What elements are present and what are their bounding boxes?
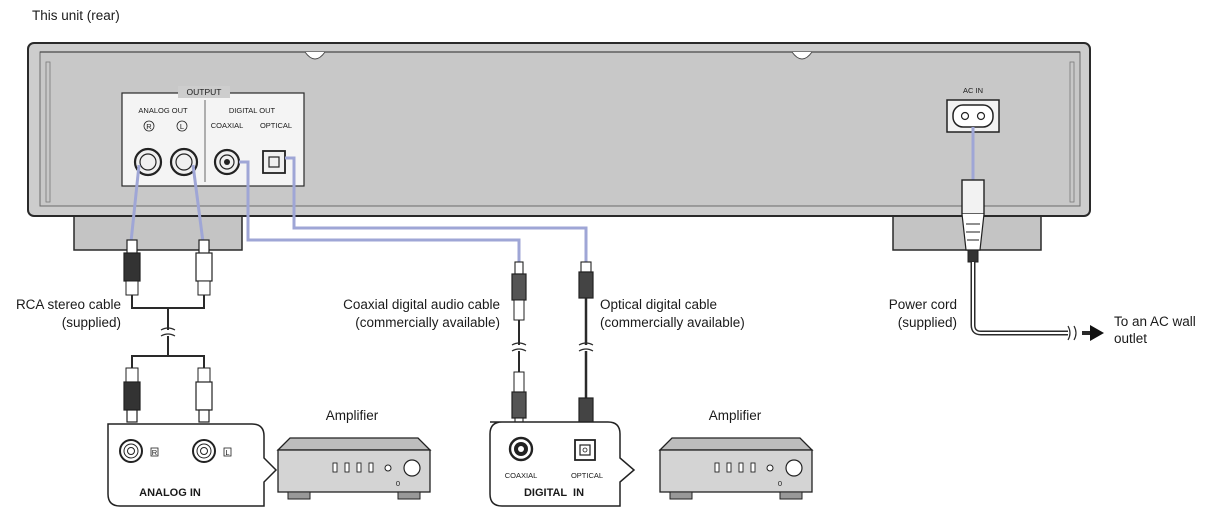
- analog-in-r-tag: R: [152, 448, 158, 457]
- outlet-arrow-icon: [1090, 325, 1104, 341]
- optical-in-jack[interactable]: [574, 439, 596, 461]
- analog-in-label: ANALOG IN: [139, 487, 201, 499]
- rca-stereo-cable: [123, 239, 213, 423]
- optical-cable-label-line2: (commercially available): [600, 315, 745, 330]
- outlet-label-line2: outlet: [1114, 331, 1147, 346]
- volume-knob-icon: [403, 459, 421, 477]
- coaxial-digital-cable: [511, 261, 527, 431]
- diagram-title: This unit (rear): [32, 8, 120, 23]
- rca-plug-red-bottom: [123, 367, 141, 423]
- optical-in-label: OPTICAL: [571, 471, 603, 480]
- analog-out-label: ANALOG OUT: [138, 106, 188, 115]
- rca-plug-red-top: [123, 239, 141, 296]
- digital-in-label: DIGITAL IN: [524, 487, 584, 499]
- coaxial-in-label: COAXIAL: [505, 471, 538, 480]
- analog-out-l-marker: [176, 120, 188, 132]
- amplifier-right: 0: [658, 437, 814, 500]
- digital-out-label: DIGITAL OUT: [229, 106, 276, 115]
- analog-out-l-jack[interactable]: [169, 147, 199, 177]
- amp-right-knob-mark: 0: [778, 479, 782, 488]
- analog-in-panel: R L ANALOG IN: [107, 423, 278, 507]
- rca-cable-label-line2: (supplied): [62, 315, 121, 330]
- rca-plug-white-top: [195, 239, 213, 296]
- amplifier-right-title: Amplifier: [709, 408, 762, 423]
- power-cord-label-line1: Power cord: [889, 297, 957, 312]
- optical-out-jack[interactable]: [262, 150, 286, 174]
- amp-left-knob-mark: 0: [396, 479, 400, 488]
- outlet-label-line1: To an AC wall: [1114, 314, 1196, 329]
- optical-cable-label-line1: Optical digital cable: [600, 297, 717, 312]
- ac-in-label: AC IN: [963, 86, 983, 95]
- rca-plug-white-bottom: [195, 367, 213, 423]
- power-cord: [961, 179, 1104, 341]
- volume-knob-icon: [785, 459, 803, 477]
- coaxial-cable-label-line1: Coaxial digital audio cable: [343, 297, 500, 312]
- highlight-wires: [129, 127, 975, 262]
- optical-digital-cable: [578, 261, 594, 433]
- analog-in-l-tag: L: [225, 448, 229, 457]
- coaxial-out-jack[interactable]: [213, 148, 241, 176]
- amplifier-left: 0: [276, 437, 432, 500]
- digital-in-panel: COAXIAL OPTICAL DIGITAL IN: [489, 421, 636, 507]
- analog-out-r-jack[interactable]: [133, 147, 163, 177]
- analog-out-r-label: R: [146, 122, 152, 131]
- coaxial-cable-label-line2: (commercially available): [355, 315, 500, 330]
- unit-foot-left: [73, 213, 243, 251]
- analog-out-r-marker: [143, 120, 155, 132]
- analog-in-l-jack[interactable]: [192, 439, 216, 463]
- analog-out-l-label: L: [180, 122, 184, 131]
- coaxial-out-label: COAXIAL: [211, 121, 244, 130]
- optical-out-label: OPTICAL: [260, 121, 292, 130]
- analog-in-r-jack[interactable]: [119, 439, 143, 463]
- power-cord-label-line2: (supplied): [898, 315, 957, 330]
- rca-cable-label-line1: RCA stereo cable: [16, 297, 121, 312]
- unit-rear-panel: OUTPUT ANALOG OUT R L DIGITAL OUT COAXIA…: [27, 42, 1091, 251]
- output-label: OUTPUT: [187, 87, 222, 97]
- amplifier-left-title: Amplifier: [326, 408, 379, 423]
- coaxial-in-jack[interactable]: [508, 436, 534, 462]
